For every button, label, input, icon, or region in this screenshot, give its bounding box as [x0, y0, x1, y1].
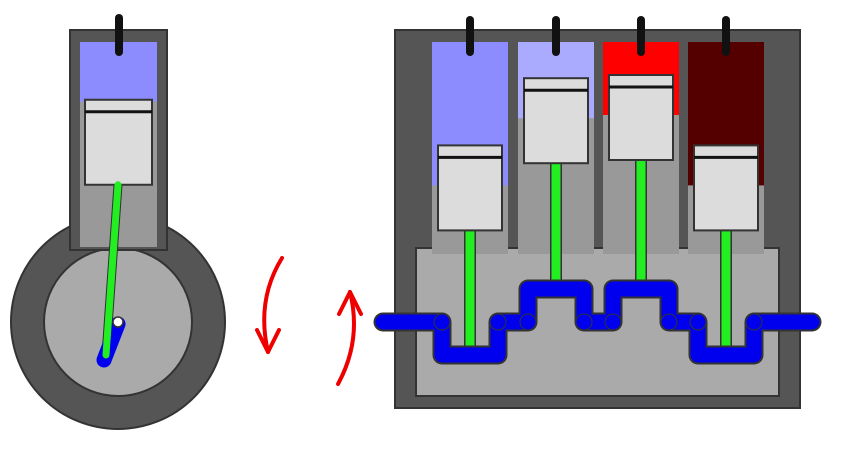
connecting-rod-fill	[102, 181, 122, 359]
rotation-arrow-up-icon	[336, 290, 356, 386]
crankshaft-joint	[489, 313, 507, 331]
piston	[693, 144, 759, 232]
crank-pin	[112, 316, 124, 328]
crankshaft-joint	[660, 313, 678, 331]
rotation-arrow-down-icon	[262, 256, 284, 354]
crankshaft-joint	[433, 313, 451, 331]
inline-four-cylinder-engine	[373, 16, 822, 409]
crankshaft-joint	[575, 313, 593, 331]
crankshaft-joint	[604, 313, 622, 331]
crankshaft-joint	[519, 313, 537, 331]
piston	[523, 77, 589, 165]
piston	[84, 98, 153, 186]
piston	[608, 74, 674, 161]
crankshaft-joint	[689, 313, 707, 331]
single-cylinder-engine	[10, 14, 226, 430]
crankshaft-joint	[745, 313, 763, 331]
rotation-arrow-down-icon-head	[255, 328, 281, 354]
crankshaft-fill	[375, 281, 820, 363]
piston	[437, 144, 503, 232]
rotation-arrow-up-icon-head	[337, 290, 363, 316]
